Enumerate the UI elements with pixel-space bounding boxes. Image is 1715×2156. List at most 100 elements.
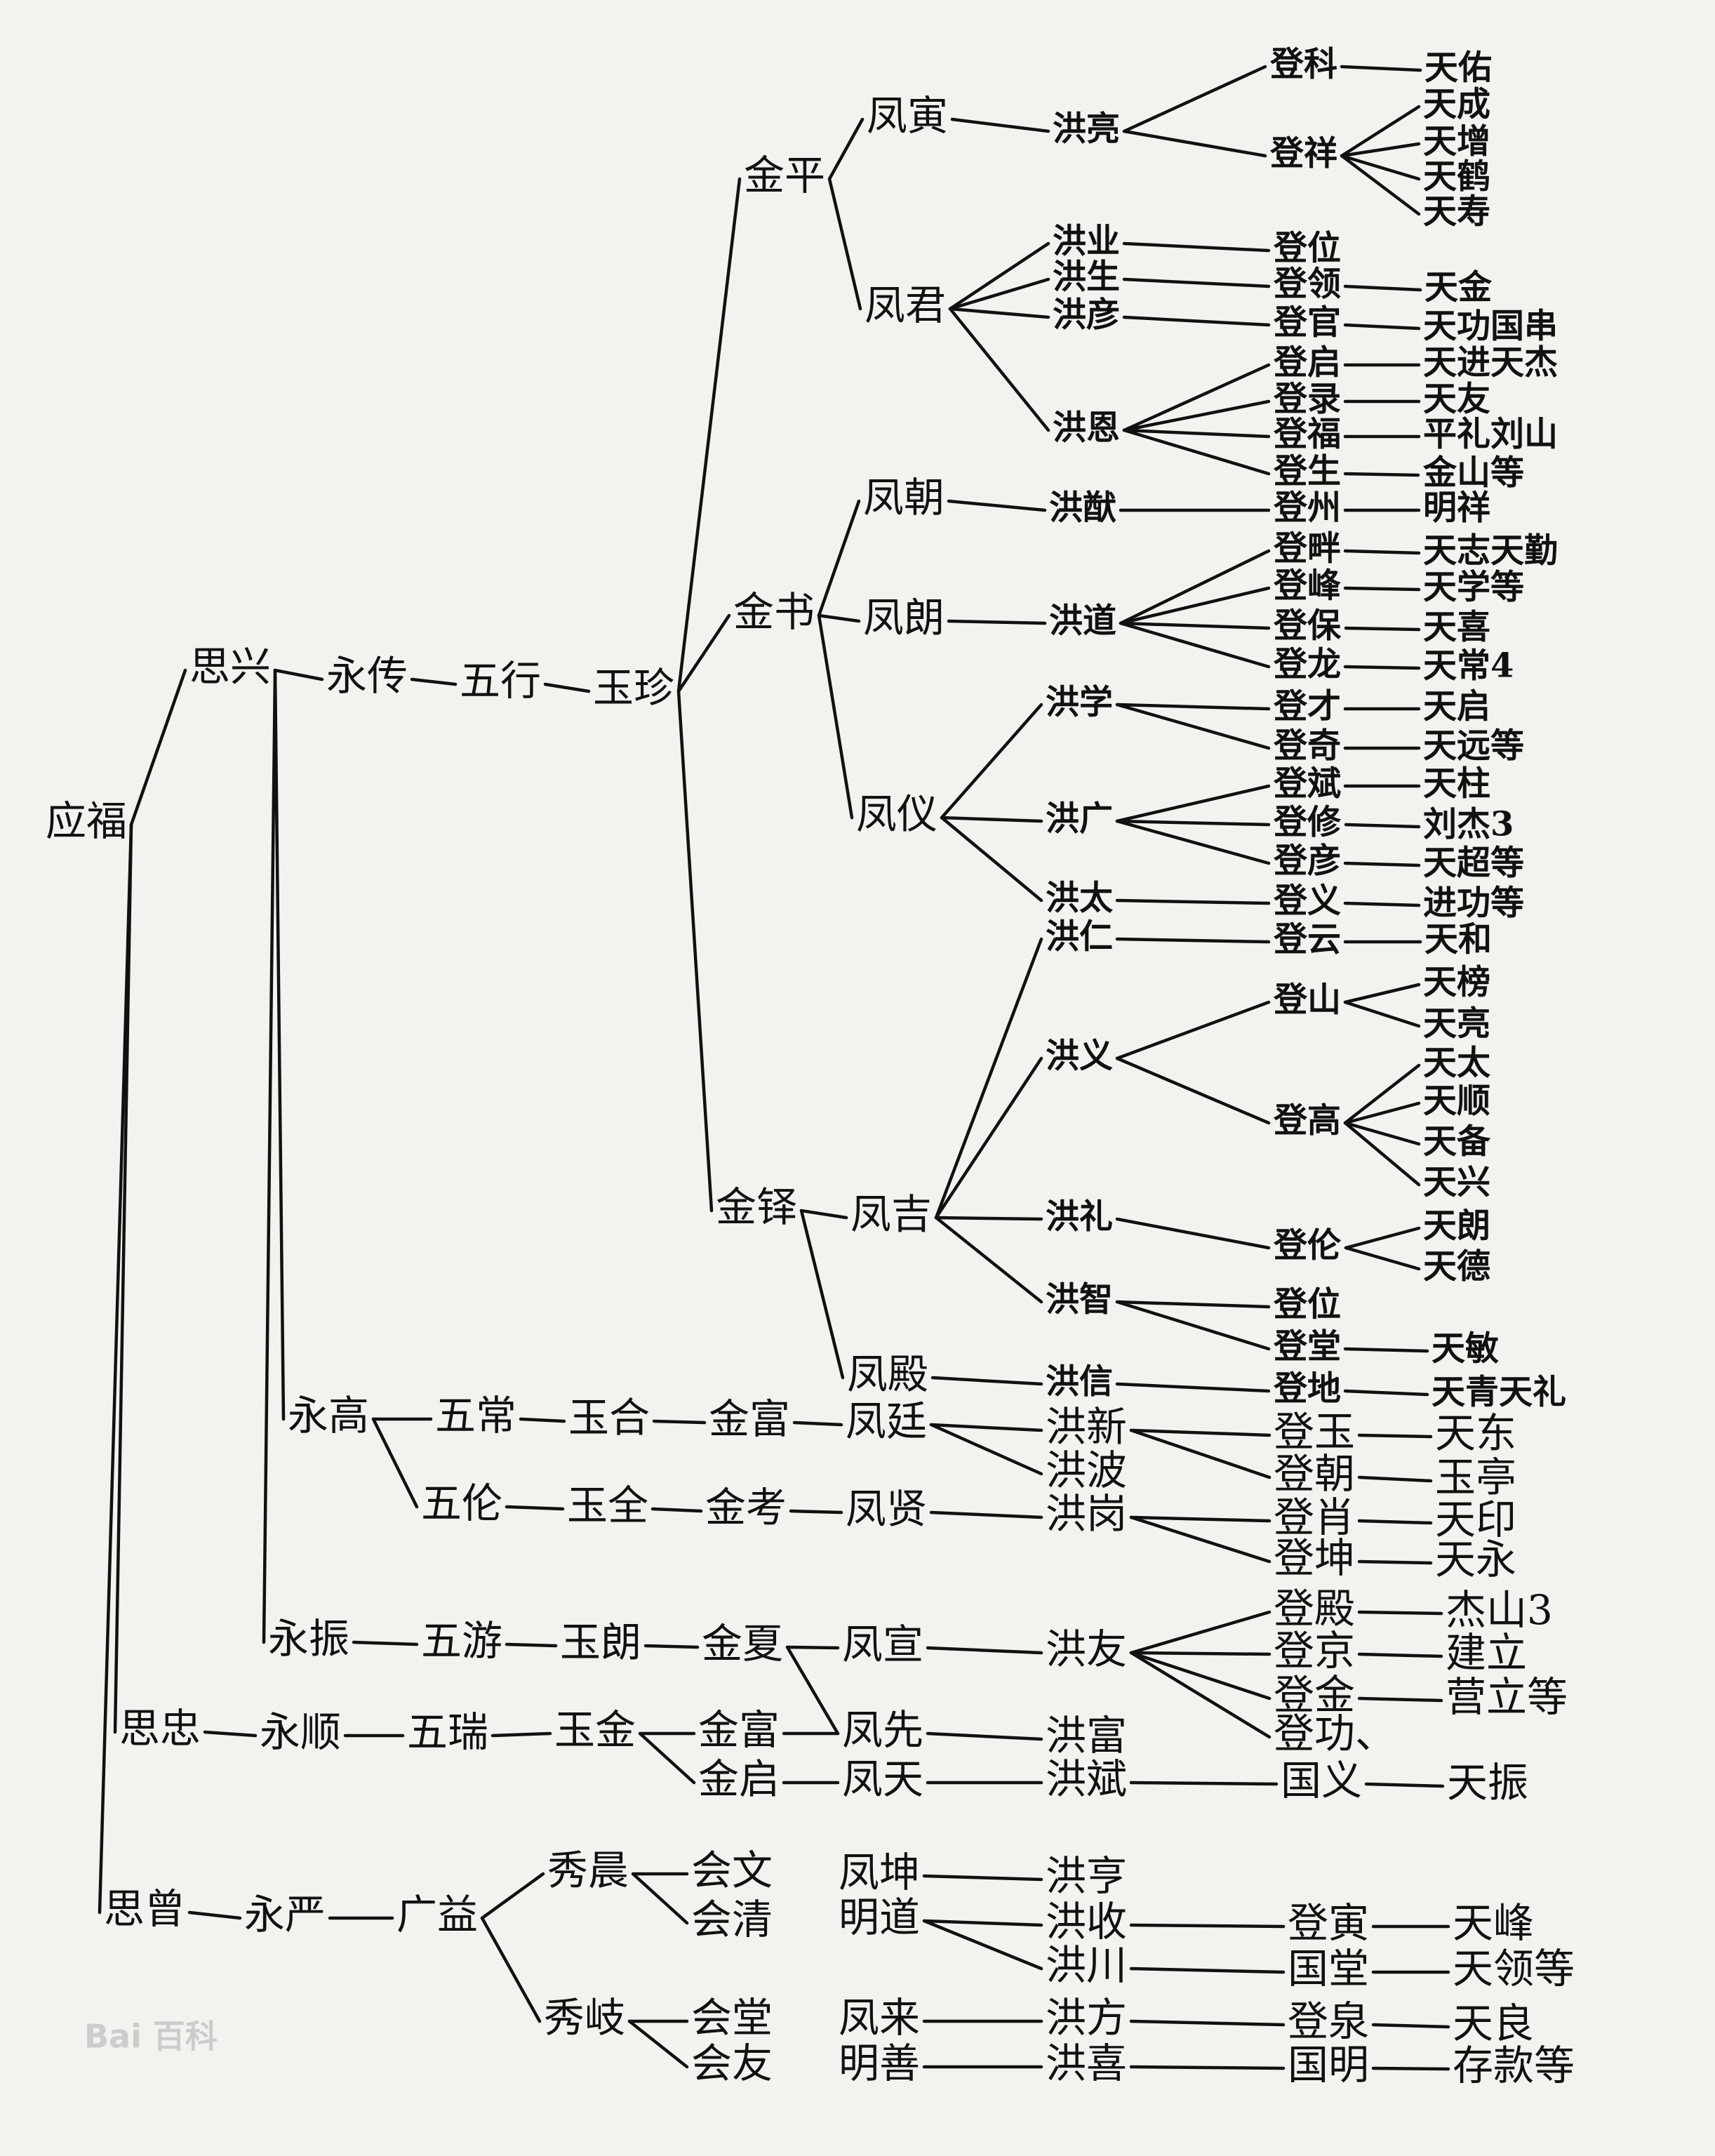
- tree-node-label: 登京: [1274, 1627, 1355, 1675]
- tree-node-label: 洪道: [1049, 601, 1116, 641]
- tree-edge: [187, 1910, 242, 1920]
- tree-node-label: 登峰: [1273, 566, 1341, 606]
- tree-edge: [950, 117, 1050, 133]
- tree-node-label: 天友: [1423, 380, 1490, 419]
- tree-node-label: 登奇: [1273, 726, 1341, 766]
- tree-edge: [1129, 1967, 1286, 1974]
- tree-node-label: 凤寅: [867, 92, 948, 140]
- tree-edge: [98, 823, 133, 1915]
- tree-node-label: 登福: [1273, 415, 1341, 454]
- tree-node-label: 登科: [1269, 45, 1337, 84]
- tree-node-label: 凤天: [842, 1755, 923, 1803]
- tree-node-label: 天备: [1423, 1122, 1491, 1162]
- tree-node-label: 登录: [1273, 380, 1341, 419]
- tree-edge: [1115, 819, 1271, 827]
- tree-edge: [1122, 363, 1271, 432]
- tree-edge: [948, 307, 1050, 319]
- tree-node-label: 天成: [1423, 85, 1490, 124]
- tree-edge: [643, 1644, 700, 1649]
- tree-node-label: 凤来: [839, 1994, 920, 2042]
- tree-node-label: 永传: [326, 652, 408, 700]
- tree-node-label: 会文: [691, 1846, 773, 1894]
- tree-node-label: 金平: [744, 152, 825, 199]
- tree-edge: [785, 1645, 840, 1650]
- tree-node-label: 登高: [1273, 1101, 1341, 1140]
- tree-node-label: 天超等: [1423, 844, 1524, 883]
- tree-node-label: 天德: [1423, 1247, 1490, 1286]
- tree-node-label: 天振: [1447, 1759, 1528, 1806]
- tree-edge: [922, 1919, 1043, 1927]
- tree-edge: [352, 1640, 419, 1646]
- tree-node-label: 金山等: [1422, 453, 1524, 493]
- tree-edge: [1343, 901, 1421, 907]
- tree-node-label: 天永: [1435, 1536, 1516, 1583]
- tree-edge: [1115, 1300, 1271, 1309]
- tree-node-label: 国义: [1281, 1757, 1362, 1804]
- tree-node-label: 天金: [1424, 268, 1493, 307]
- tree-edge: [652, 1419, 707, 1425]
- tree-node-label: 天朗: [1423, 1206, 1490, 1246]
- tree-edge: [1371, 2023, 1450, 2029]
- tree-node-label: 天东: [1435, 1409, 1516, 1457]
- tree-edge: [827, 117, 865, 181]
- tree-edge: [1343, 665, 1421, 670]
- tree-node-label: 秀晨: [547, 1846, 629, 1894]
- tree-edge: [129, 668, 187, 827]
- tree-node-label: 天志天勤: [1423, 531, 1558, 571]
- tree-node-label: 天榜: [1423, 963, 1490, 1002]
- tree-node-label: 国堂: [1288, 1945, 1369, 1992]
- tree-edge: [638, 1731, 696, 1785]
- tree-node-label: 玉全: [567, 1482, 648, 1529]
- tree-node-label: 登才: [1273, 687, 1341, 726]
- tree-node-label: 天喜: [1423, 608, 1490, 647]
- tree-node-label: 登寅: [1288, 1899, 1369, 1947]
- tree-edge: [113, 823, 133, 1734]
- tree-node-label: 金富: [709, 1395, 790, 1443]
- tree-edge: [676, 177, 742, 693]
- tree-edge: [1357, 1559, 1433, 1565]
- tree-node-label: 会堂: [691, 1994, 773, 2042]
- tree-node-label: 登斌: [1273, 764, 1341, 804]
- tree-node-label: 天和: [1424, 920, 1492, 959]
- tree-node-label: 应福: [46, 797, 127, 845]
- tree-node-label: 天常4: [1423, 646, 1514, 686]
- tree-edge: [371, 1417, 419, 1509]
- tree-node-label: 洪川: [1046, 1941, 1127, 1989]
- tree-edge: [676, 613, 731, 693]
- tree-edge: [934, 1216, 1043, 1304]
- tree-node-label: 洪收: [1046, 1898, 1127, 1945]
- tree-node-label: 秀岐: [544, 1994, 625, 2042]
- tree-node-label: 天启: [1423, 687, 1490, 726]
- tree-edge: [1129, 1651, 1272, 1656]
- tree-edge: [676, 689, 714, 1213]
- tree-edges: [98, 65, 1450, 2071]
- tree-node-label: 思兴: [189, 643, 271, 691]
- tree-edge: [1340, 154, 1421, 216]
- tree-node-label: 金启: [698, 1755, 780, 1803]
- tree-node-label: 玉朗: [560, 1618, 641, 1666]
- tree-edge: [1343, 586, 1421, 592]
- tree-node-label: 凤宣: [842, 1621, 923, 1668]
- tree-edge: [922, 1919, 1043, 1971]
- tree-node-label: 登伦: [1273, 1226, 1342, 1265]
- tree-node-label: 凤君: [865, 281, 946, 329]
- tree-node-label: 洪波: [1046, 1446, 1127, 1494]
- tree-edge: [1129, 1610, 1272, 1655]
- tree-node-label: 天太: [1423, 1044, 1490, 1083]
- tree-edge: [1357, 1652, 1443, 1658]
- tree-node-label: 洪广: [1046, 799, 1113, 839]
- tree-node-label: 天学等: [1423, 568, 1524, 607]
- tree-edge: [789, 1509, 843, 1515]
- tree-node-label: 登位: [1273, 1285, 1341, 1324]
- tree-edge: [817, 613, 861, 623]
- tree-node-label: 永振: [268, 1615, 349, 1663]
- tree-node-label: 登山: [1273, 980, 1341, 1020]
- tree-node-label: 凤贤: [846, 1485, 927, 1533]
- tree-edge: [262, 668, 277, 1644]
- tree-edge: [1340, 65, 1422, 72]
- tree-edge: [1115, 703, 1271, 750]
- tree-edge: [1371, 2066, 1450, 2071]
- tree-edge: [543, 682, 591, 693]
- tree-node-label: 金考: [705, 1484, 787, 1531]
- tree-node-label: 国明: [1288, 2041, 1369, 2089]
